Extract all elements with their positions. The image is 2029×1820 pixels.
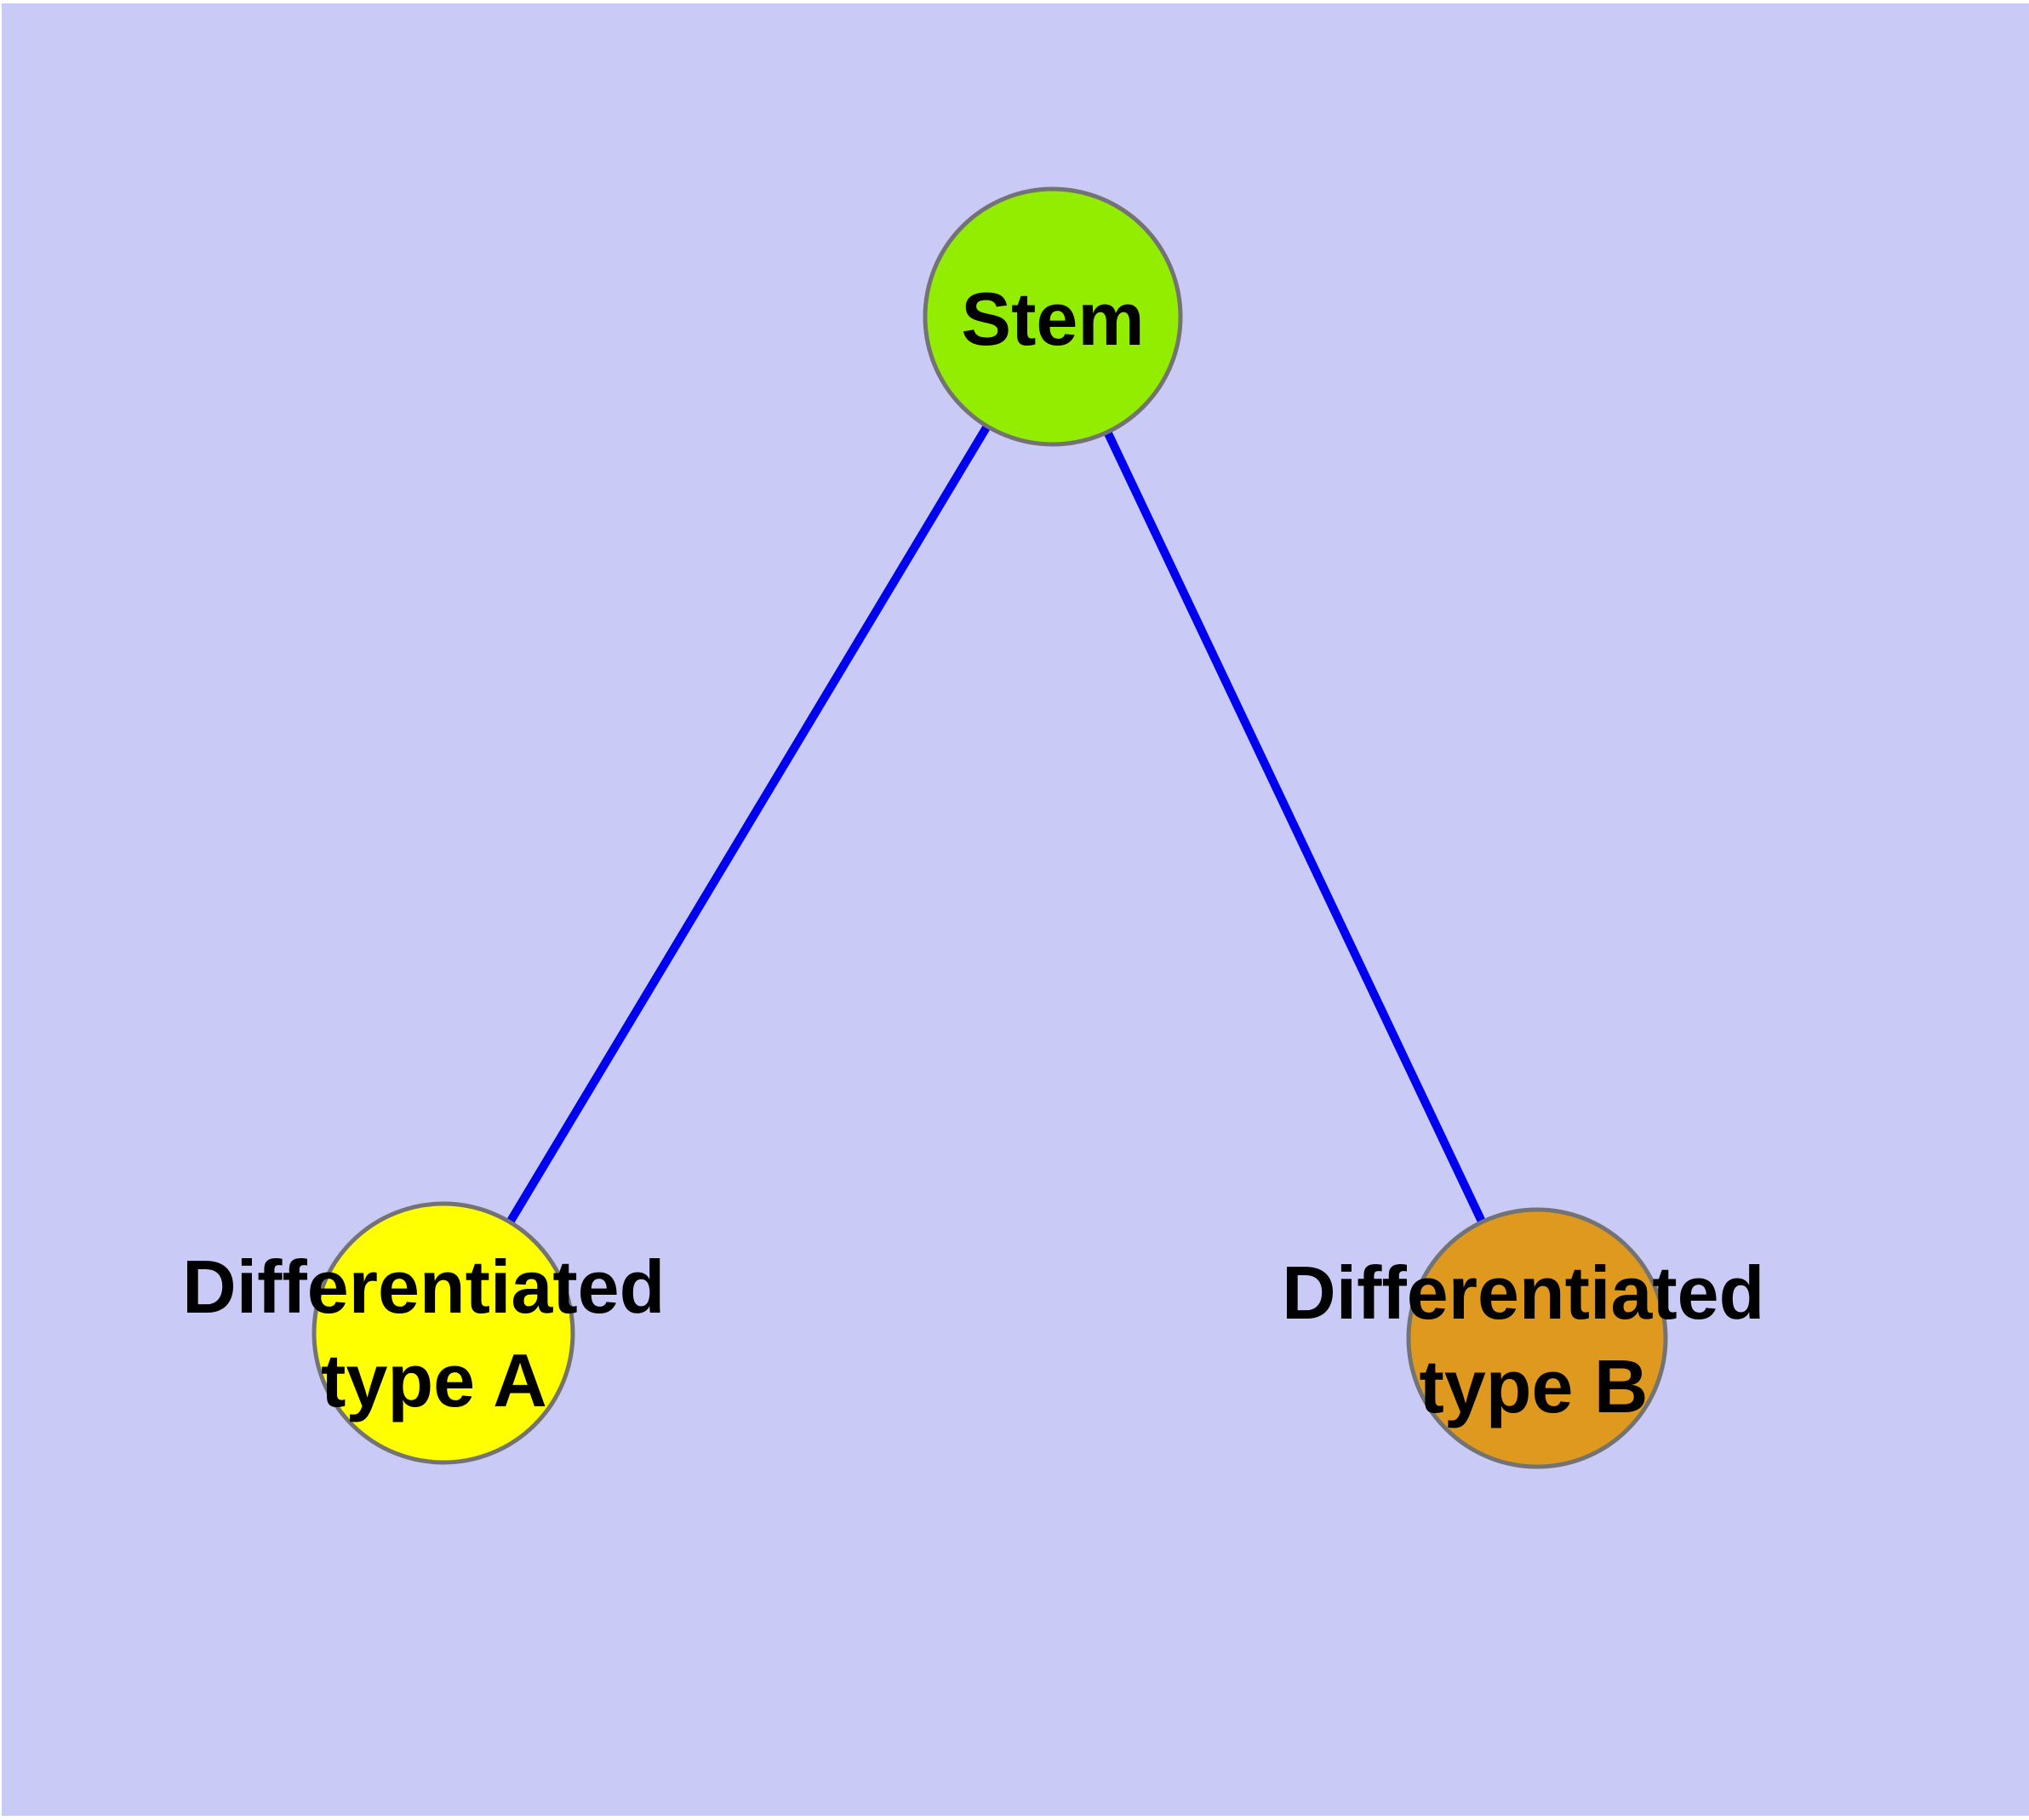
node-type-b-label-line2: type B: [1420, 1344, 1649, 1428]
node-stem-label-line: Stem: [961, 277, 1144, 361]
edge-stem-to-type-b: [1049, 314, 1541, 1341]
edge-stem-to-type-a: [439, 314, 1057, 1336]
node-stem-circle: [923, 186, 1183, 447]
node-type-a-label-line2: type A: [321, 1338, 547, 1422]
node-type-a-label-line1: Differentiated: [182, 1245, 665, 1329]
node-stem-label: Stem: [961, 277, 1144, 361]
node-type-a-circle: [311, 1201, 575, 1465]
node-type-b-label-line1: Differentiated: [1282, 1251, 1764, 1335]
node-type-b-label: Differentiated type B: [1282, 1251, 1786, 1428]
node-type-a-label: Differentiated type A: [182, 1245, 686, 1422]
node-type-b-circle: [1406, 1207, 1668, 1469]
